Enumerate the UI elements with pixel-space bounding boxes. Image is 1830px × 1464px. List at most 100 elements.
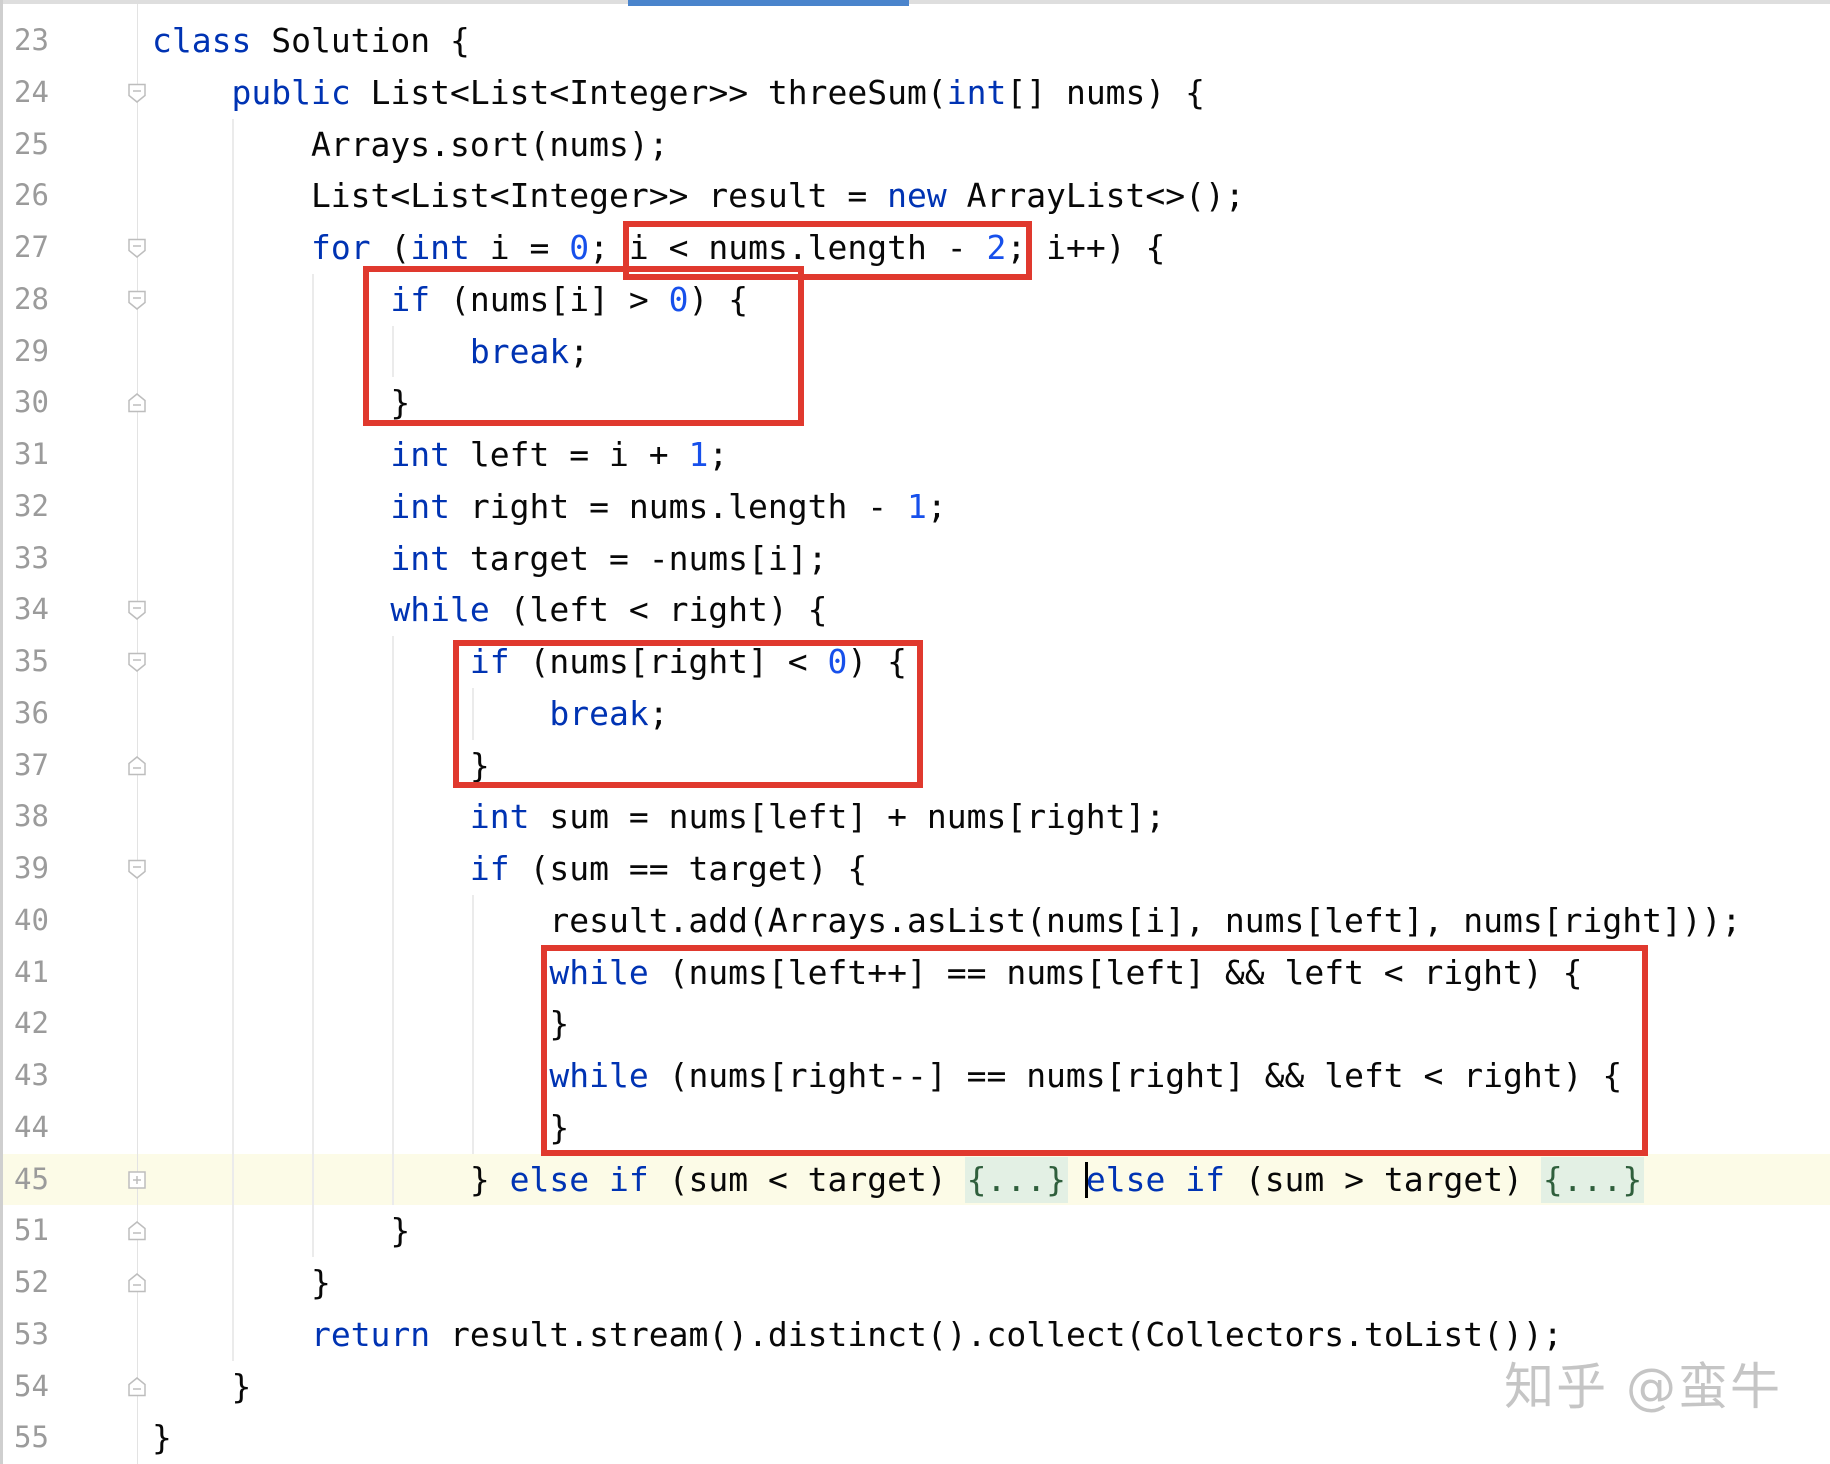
code-line[interactable]: 37 } [0,740,1830,792]
code-text[interactable]: break; [152,688,669,740]
code-line[interactable]: 41 while (nums[left++] == nums[left] && … [0,947,1830,999]
code-text[interactable]: } [152,1102,569,1154]
code-text[interactable]: } else if (sum < target) {...} else if (… [152,1154,1643,1206]
keyword-token: if [1185,1159,1225,1199]
folded-code-region[interactable]: {...} [966,1158,1066,1201]
code-line[interactable]: 36 break; [0,688,1830,740]
editor-left-border [0,0,3,1464]
code-line[interactable]: 53 return result.stream().distinct().col… [0,1309,1830,1361]
line-number: 42 [14,1006,49,1041]
keyword-token: if [608,1159,649,1199]
keyword-token: for [310,228,371,267]
code-text[interactable]: int target = -nums[i]; [152,533,827,585]
code-text[interactable]: } [152,1205,410,1257]
code-text[interactable]: result.add(Arrays.asList(nums[i], nums[l… [152,895,1741,947]
code-text[interactable]: } [152,377,410,429]
code-text[interactable]: return result.stream().distinct().collec… [152,1309,1563,1361]
code-text[interactable]: int right = nums.length - 1; [152,481,947,533]
code-line[interactable]: 29 break; [0,326,1830,378]
code-token: } [152,1107,570,1147]
keyword-token: else [509,1159,590,1199]
code-line[interactable]: 52 } [0,1257,1830,1309]
code-line[interactable]: 33 int target = -nums[i]; [0,533,1830,585]
fold-collapse-icon[interactable] [126,651,148,673]
code-line[interactable]: 27 for (int i = 0; i < nums.length - 2; … [0,222,1830,274]
code-token [152,849,470,888]
code-text[interactable]: while (nums[left++] == nums[left] && lef… [152,947,1582,999]
keyword-token: while [549,952,649,992]
line-number: 31 [14,437,49,471]
fold-collapse-icon[interactable] [126,599,148,621]
code-line[interactable]: 54 } [0,1361,1830,1413]
number-literal-token: 1 [907,486,927,526]
fold-collapse-icon[interactable] [126,82,148,104]
code-text[interactable]: } [152,740,490,792]
code-text[interactable]: while (nums[right--] == nums[right] && l… [152,1050,1622,1102]
code-token: } [152,383,411,423]
code-line[interactable]: 31 int left = i + 1; [0,429,1830,481]
line-number: 28 [14,281,49,316]
code-line[interactable]: 55} [0,1412,1830,1464]
code-text[interactable]: break; [152,326,589,378]
code-line[interactable]: 34 while (left < right) { [0,584,1830,636]
code-line[interactable]: 43 while (nums[right--] == nums[right] &… [0,1050,1830,1102]
current-code-line[interactable]: 45 } else if (sum < target) {...} else i… [0,1153,1830,1206]
line-number: 54 [14,1368,49,1403]
code-token: ; [648,693,669,733]
code-line[interactable]: 28 if (nums[i] > 0) { [0,274,1830,326]
watermark: 知乎 @蛮牛 [1504,1358,1782,1416]
code-text[interactable]: int left = i + 1; [152,429,728,481]
code-text[interactable]: List<List<Integer>> result = new ArrayLi… [152,170,1245,222]
code-line[interactable]: 42 } [0,998,1830,1050]
folded-code-region[interactable]: {...} [1542,1158,1643,1201]
fold-collapse-icon[interactable] [126,237,148,259]
fold-end-icon[interactable] [126,1220,148,1242]
code-text[interactable]: if (nums[right] < 0) { [152,636,907,688]
code-line[interactable]: 24 public List<List<Integer>> threeSum(i… [0,67,1830,119]
code-line[interactable]: 39 if (sum == target) { [0,843,1830,895]
keyword-token: else [1085,1159,1166,1199]
code-line[interactable]: 40 result.add(Arrays.asList(nums[i], num… [0,895,1830,947]
line-number: 38 [14,799,49,834]
line-number: 52 [14,1265,49,1299]
code-token: ; i < nums.length - [589,228,987,267]
fold-collapse-icon[interactable] [126,858,148,880]
annotation-box [541,945,1648,1156]
code-text[interactable]: } [152,1257,331,1309]
code-text[interactable]: int sum = nums[left] + nums[right]; [152,791,1165,843]
fold-end-icon[interactable] [126,755,148,777]
code-line[interactable]: 44 } [0,1102,1830,1154]
code-line[interactable]: 30 } [0,377,1830,429]
code-line[interactable]: 38 int sum = nums[left] + nums[right]; [0,791,1830,843]
code-token: ( [370,228,411,267]
code-line[interactable]: 51 } [0,1205,1830,1257]
code-text[interactable]: public List<List<Integer>> threeSum(int[… [152,67,1205,119]
code-text[interactable]: } [152,1412,172,1464]
code-line[interactable]: 25 Arrays.sort(nums); [0,119,1830,171]
fold-end-icon[interactable] [126,1272,148,1294]
code-text[interactable]: Arrays.sort(nums); [152,119,669,171]
code-line[interactable]: 26 List<List<Integer>> result = new Arra… [0,170,1830,222]
code-text[interactable]: if (sum == target) { [152,843,867,895]
code-text[interactable]: while (left < right) { [152,584,827,636]
code-token: ) { [688,279,749,319]
fold-collapse-icon[interactable] [126,289,148,311]
code-line[interactable]: 35 if (nums[right] < 0) { [0,636,1830,688]
code-text[interactable]: class Solution { [152,15,470,67]
code-text[interactable]: for (int i = 0; i < nums.length - 2; i++… [152,222,1165,274]
fold-end-icon[interactable] [126,1376,148,1398]
code-line[interactable]: 32 int right = nums.length - 1; [0,481,1830,533]
text-caret [1085,1162,1088,1198]
code-text[interactable]: } [152,1361,251,1413]
fold-end-icon[interactable] [126,392,148,414]
indent-guide [232,118,234,1361]
fold-expand-icon[interactable] [126,1169,148,1191]
code-token: ; [926,486,947,526]
code-token [1165,1160,1185,1199]
code-text[interactable]: } [152,998,569,1050]
code-token: (nums[left++] == nums[left] && left < ri… [648,952,1583,992]
code-text[interactable]: if (nums[i] > 0) { [152,274,748,326]
